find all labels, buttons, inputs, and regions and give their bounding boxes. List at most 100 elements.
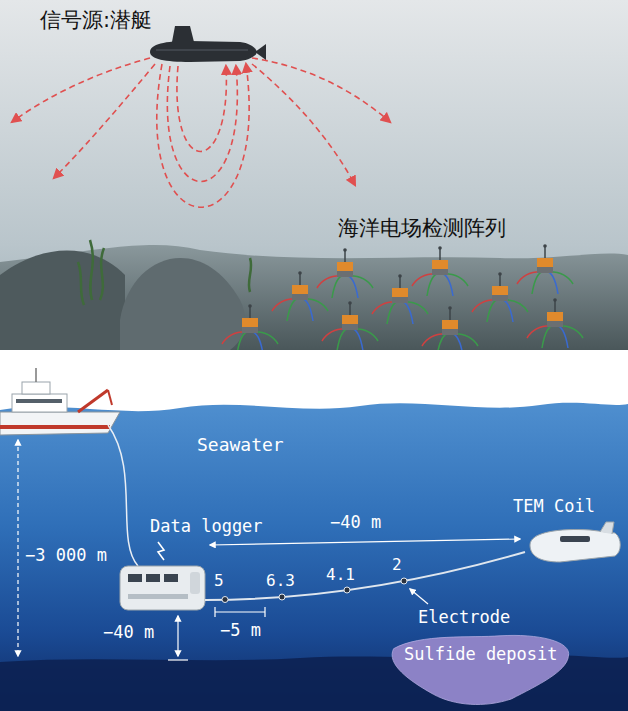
data-logger-device [146,574,160,582]
sensor-node [412,246,468,296]
submarine [150,41,257,62]
ship [0,412,120,435]
sensor-node [432,269,448,275]
electrode-marker [279,594,285,600]
ship [108,390,112,405]
sensor-node [450,334,478,346]
sensor-node [442,320,458,329]
seaweed [249,258,251,292]
sensor-node [440,274,453,296]
callout-number: 5 [214,571,224,590]
sensor-node [517,272,545,284]
sensor-array [222,244,583,350]
sensor-node [272,299,300,311]
field-line [177,66,226,152]
sensor-node [342,315,358,324]
device-label: Data logger [150,516,263,536]
sensor-node [372,274,428,324]
sensor-node [350,329,363,350]
sensor-node [439,248,441,260]
ship [35,368,37,382]
sensor-node [400,302,428,314]
data-logger-device [190,572,200,594]
sensor-node [492,286,508,295]
sensor-node [498,272,502,276]
ship [0,425,110,429]
data-logger-device [128,574,142,582]
sensor-node [222,304,278,350]
sensor-node [553,298,557,302]
submarine [156,50,248,51]
callout-number: 4.1 [326,565,355,584]
sensor-node [300,299,313,321]
top-panel [0,0,628,350]
dimension-line [215,611,265,612]
sensor-node [317,276,345,288]
deposit-outline [392,635,569,704]
sensor-node [322,329,350,341]
field-line [252,58,390,122]
sensor-node [345,276,373,288]
sensor-node [543,244,547,248]
sensor-node [372,302,400,314]
dimension-line [17,440,18,656]
electrode-marker [344,587,350,593]
sensor-node [337,262,353,271]
sensor-node [287,299,300,321]
dimension-label: −3 000 m [25,545,107,565]
tem-coil-device [530,530,620,562]
part-label: Electrode [418,607,510,627]
dimension-line [210,539,520,545]
bottom-panel [0,363,628,711]
sensor-node [272,271,328,321]
sensor-node [472,300,500,312]
tow-cable [108,425,138,566]
data-logger-device [120,566,205,610]
sensor-node [422,306,478,350]
sensor-node [472,272,528,322]
sensor-node [387,302,400,324]
source-label: 信号源:潜艇 [40,8,152,33]
seaweed [78,262,84,305]
data-logger-device [164,574,178,582]
sensor-node [545,272,558,294]
device-label: TEM Coil [513,496,595,516]
sensor-node [547,312,563,321]
sensor-node [544,246,546,258]
callout-number: 6.3 [266,571,295,590]
sensor-node [555,326,583,338]
sensor-node [392,297,408,303]
sensor-node [332,276,345,298]
sensor-node [348,301,352,305]
sensor-node [242,318,258,327]
sensor-node [427,274,440,296]
electrode-marker [401,578,407,584]
sensor-node [337,329,350,350]
dimension-line [168,659,188,660]
ship [12,394,67,412]
sensor-node [344,250,346,262]
sensor-node [438,246,442,250]
sensor-node [542,326,555,348]
field-line [12,58,390,207]
sensor-node [345,276,358,298]
sensor-node [317,248,373,298]
sensor-node [532,272,545,294]
submarine [172,26,194,42]
sensor-node [222,332,250,344]
medium-label: Seawater [197,434,284,456]
sensor-node [492,295,508,301]
submarine [150,26,266,62]
sensor-node [292,285,308,294]
dimension-label: −40 m [330,512,381,532]
sensor-node [440,274,468,286]
seaweed [90,240,93,300]
sensor-node [545,272,573,284]
deposit-shape [386,632,576,708]
field-line [157,64,249,207]
ship [22,382,50,394]
region-label: Sulfide deposit [404,644,558,664]
electrode-marker [222,578,407,603]
sensor-node [342,324,358,330]
